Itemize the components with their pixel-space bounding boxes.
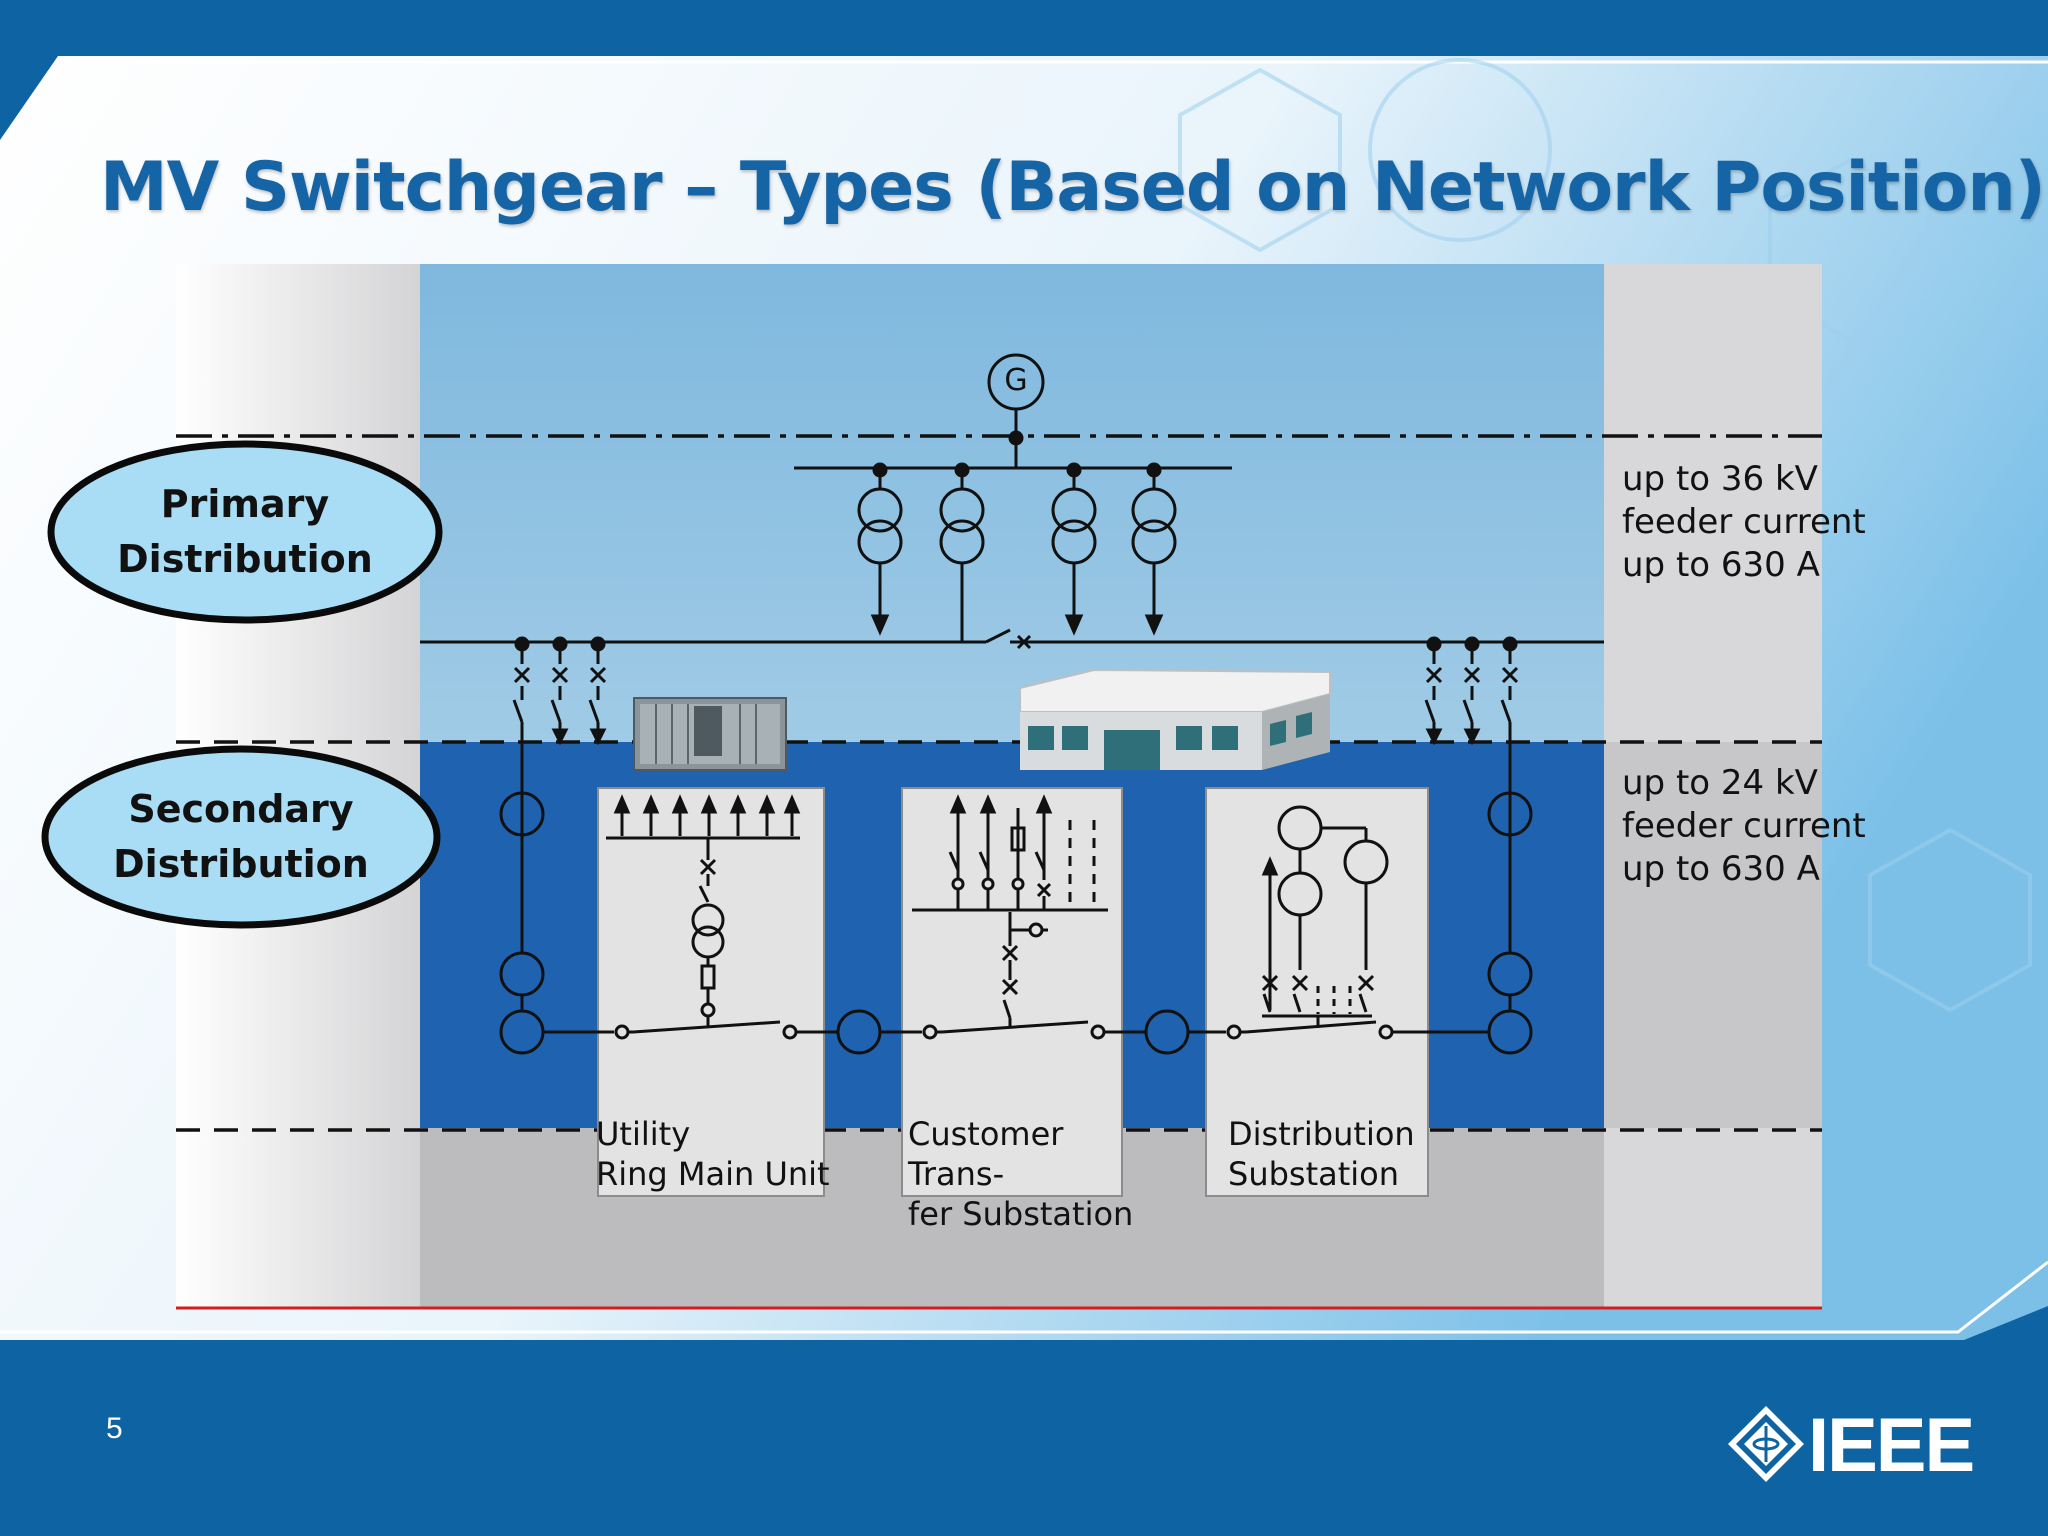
compact-switchgear-illustration — [633, 697, 787, 771]
secondary-label-line-2: Distribution — [113, 842, 369, 886]
ring-main-unit-diagram — [606, 794, 801, 1027]
primary-spec-current-label: feeder current — [1622, 502, 1866, 542]
substation-building-illustration — [1019, 668, 1331, 770]
caption-line: fer Substation — [908, 1195, 1134, 1233]
secondary-spec-voltage: up to 24 kV — [1622, 763, 1818, 803]
unit-caption-distribution-substation: Distribution Substation — [1228, 1114, 1415, 1194]
primary-spec-voltage: up to 36 kV — [1622, 459, 1818, 499]
slide-title: MV Switchgear – Types (Based on Network … — [100, 148, 2046, 227]
ieee-logo: IEEE — [1728, 1406, 1988, 1486]
primary-label-line-1: Primary — [160, 482, 330, 526]
customer-transfer-substation-diagram — [912, 794, 1108, 1028]
right-feeders — [1424, 636, 1519, 792]
caption-line: Trans- — [908, 1155, 1005, 1193]
caption-line: Substation — [1228, 1155, 1400, 1193]
left-feeders — [512, 636, 607, 792]
secondary-spec-current: up to 630 A — [1622, 849, 1820, 889]
ieee-logo-text: IEEE — [1808, 1403, 1975, 1488]
unit-caption-ring-main-unit: Utility Ring Main Unit — [596, 1114, 830, 1194]
single-line-diagram — [420, 353, 1604, 792]
unit-caption-customer-transfer: Customer Trans- fer Substation — [908, 1114, 1133, 1234]
secondary-unit-panels — [597, 787, 1429, 1197]
primary-ellipse-shape — [47, 440, 443, 624]
primary-label-line-2: Distribution — [117, 537, 373, 581]
secondary-spec-current-label: feeder current — [1622, 806, 1866, 846]
caption-line: Distribution — [1228, 1115, 1415, 1153]
generator-label: G — [1004, 363, 1028, 398]
caption-line: Ring Main Unit — [596, 1155, 830, 1193]
primary-spec-current: up to 630 A — [1622, 545, 1820, 585]
caption-line: Utility — [596, 1115, 691, 1153]
secondary-label-line-1: Secondary — [128, 787, 354, 831]
secondary-ellipse-shape — [41, 745, 441, 929]
hv-transformers — [857, 462, 1177, 640]
primary-spec: up to 36 kV feeder current up to 630 A — [1622, 458, 1866, 587]
page-number: 5 — [106, 1412, 123, 1445]
primary-distribution-zone — [420, 264, 1604, 742]
decorative-hexagons — [1178, 58, 2032, 1013]
distribution-substation-diagram — [1261, 805, 1389, 1028]
secondary-spec: up to 24 kV feeder current up to 630 A — [1622, 762, 1866, 891]
secondary-ring-diagram — [499, 791, 1533, 1055]
caption-line: Customer — [908, 1115, 1064, 1153]
ieee-diamond-icon — [1728, 1406, 1804, 1482]
